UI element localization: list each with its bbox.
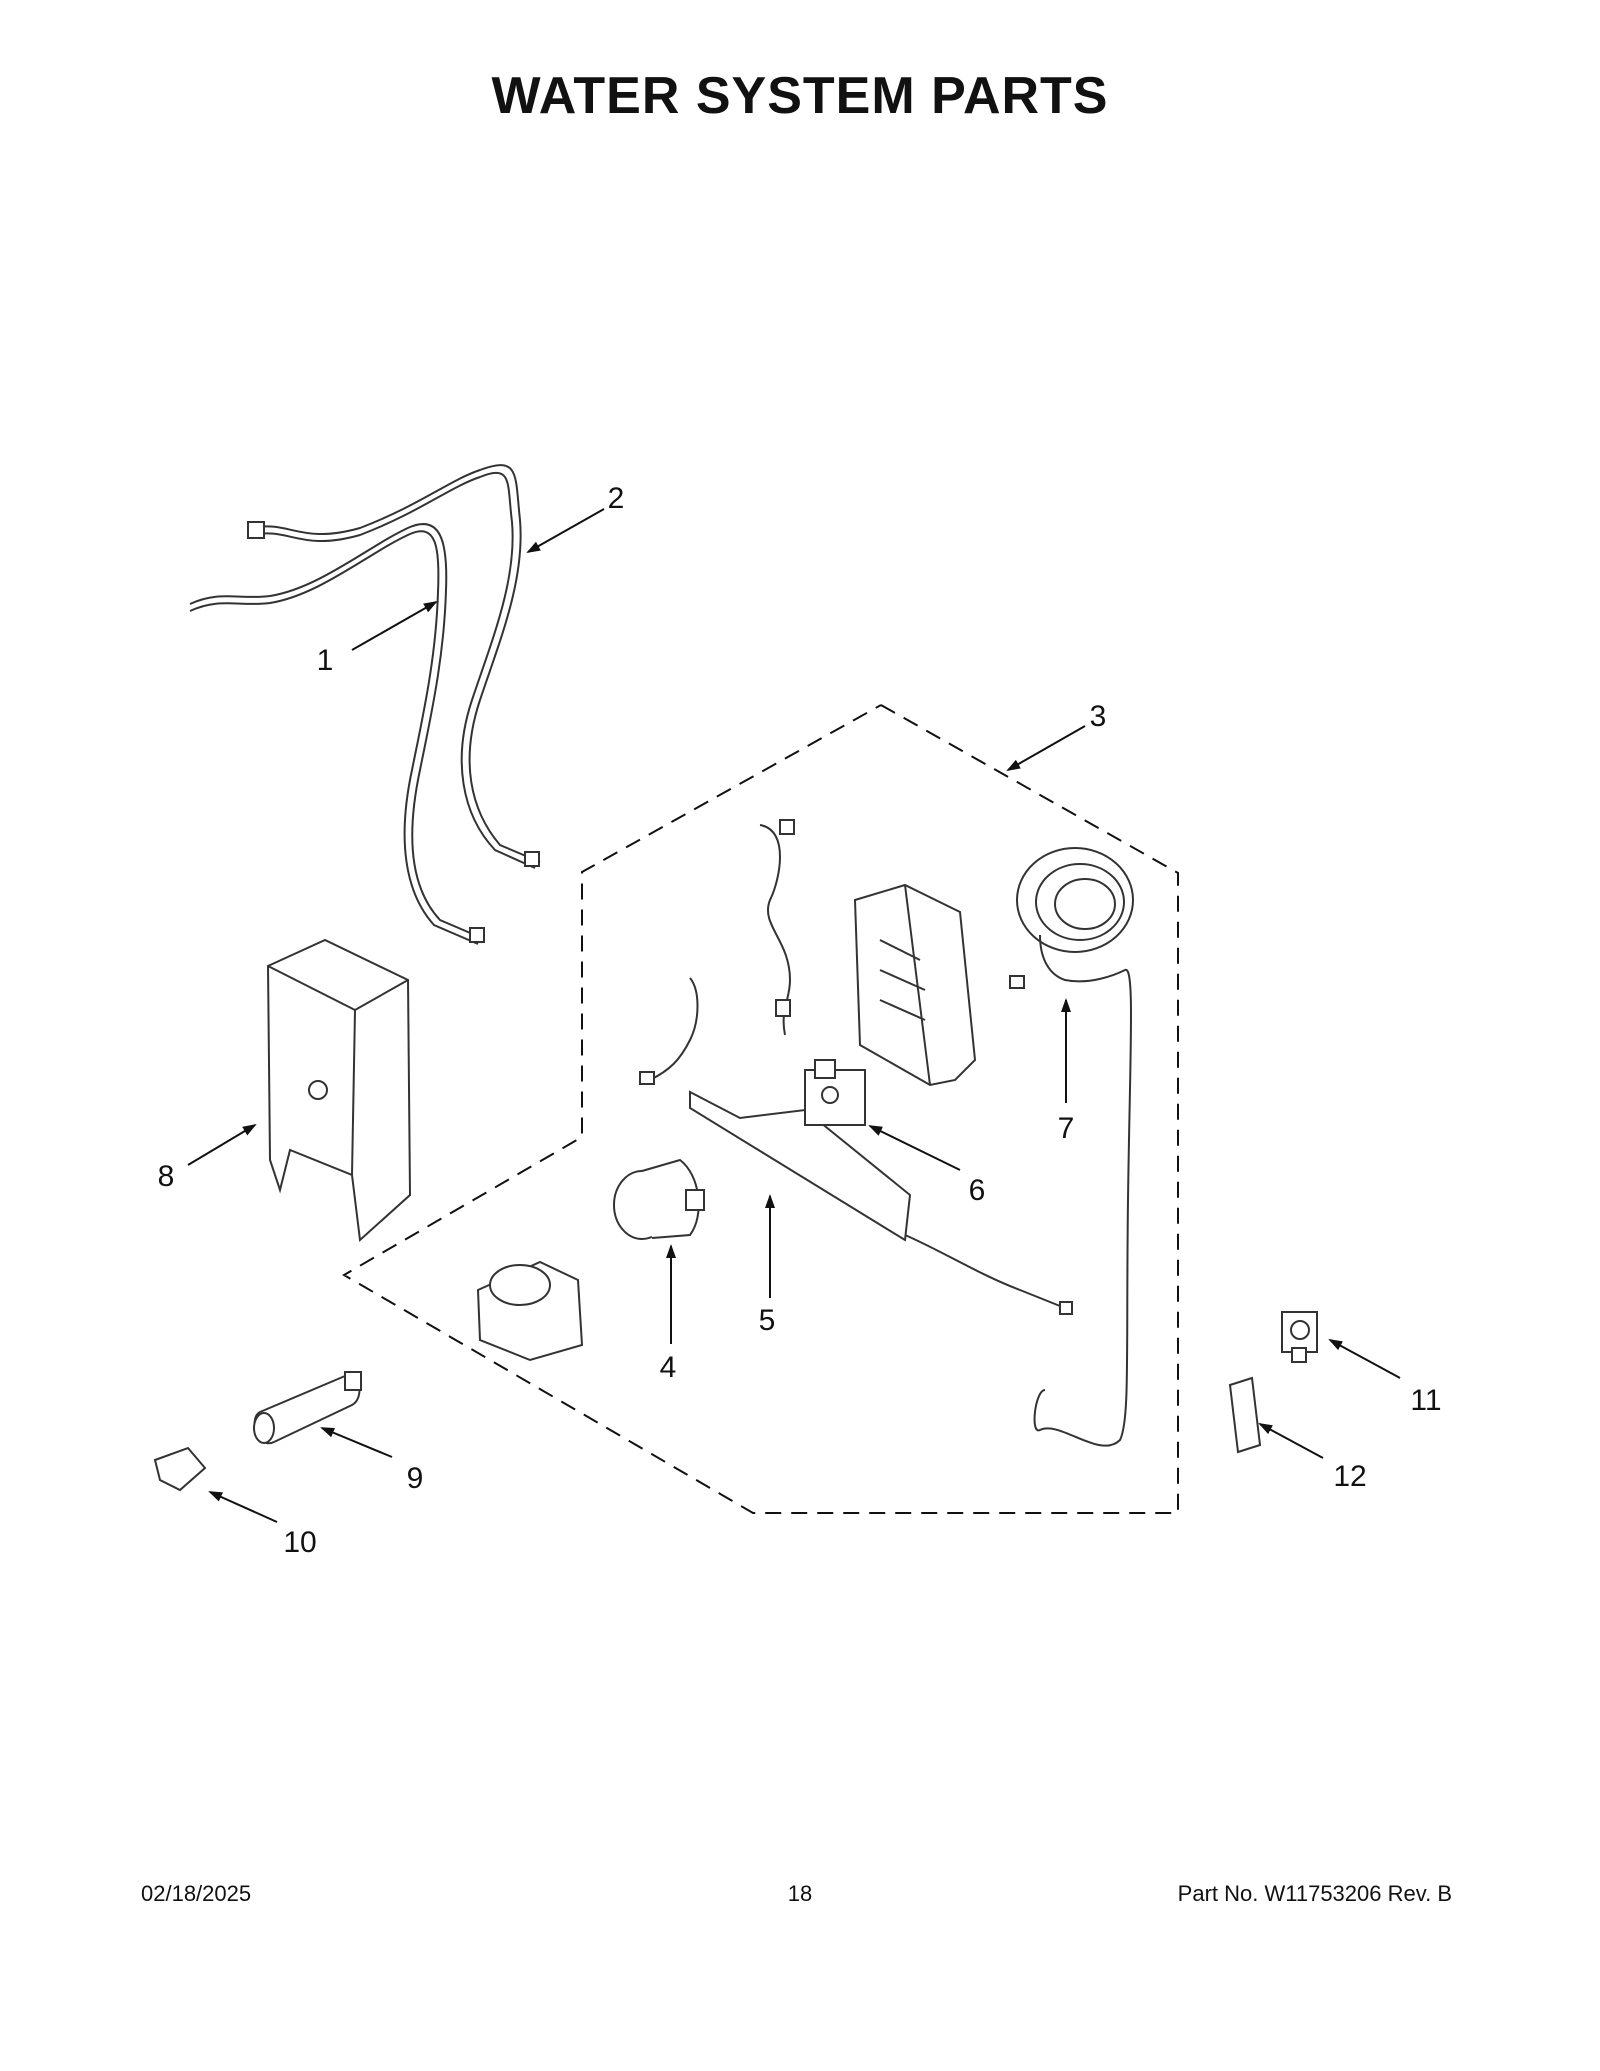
footer-date: 02/18/2025 — [141, 1881, 252, 1906]
part-5-heater-strip — [689, 1090, 1073, 1315]
part-6-valve — [804, 1059, 866, 1126]
leader-arrow-1 — [351, 601, 438, 651]
leader-arrow-9 — [320, 1427, 393, 1458]
leader-arrow-10 — [208, 1491, 278, 1523]
callout-1: 1 — [317, 644, 334, 677]
callout-10: 10 — [283, 1526, 316, 1559]
callout-2: 2 — [608, 482, 625, 515]
wire-harness — [759, 819, 795, 1036]
part-8-cover — [266, 938, 412, 1243]
callout-4: 4 — [660, 1351, 677, 1384]
bracket-component — [476, 1260, 584, 1362]
callout-11: 11 — [1410, 1384, 1441, 1417]
part-7-coil — [1009, 847, 1134, 1447]
callout-6: 6 — [969, 1174, 986, 1207]
leader-arrow-6 — [868, 1125, 961, 1171]
part-1-water-tube — [189, 523, 485, 945]
part-9-filter — [253, 1371, 362, 1445]
part-10-cap — [153, 1446, 207, 1492]
assembly-boundary — [342, 704, 1179, 1514]
part-12-sleeve — [1228, 1376, 1262, 1454]
callout-7: 7 — [1058, 1112, 1075, 1145]
dispenser-housing — [853, 883, 977, 1087]
callout-12: 12 — [1333, 1460, 1366, 1493]
fill-tube — [639, 977, 699, 1085]
part-11-inlet-valve — [1281, 1311, 1318, 1363]
page-title: WATER SYSTEM PARTS — [491, 67, 1109, 125]
leader-arrow-2 — [526, 508, 605, 553]
leader-arrow-11 — [1328, 1339, 1401, 1379]
leader-arrow-8 — [187, 1123, 257, 1166]
leader-arrow-3 — [1006, 725, 1086, 771]
callout-8: 8 — [158, 1160, 175, 1193]
callout-5: 5 — [759, 1304, 776, 1337]
leader-arrow-12 — [1258, 1423, 1324, 1459]
part-2-water-tube — [247, 464, 541, 869]
callout-9: 9 — [407, 1462, 424, 1495]
callout-3: 3 — [1090, 700, 1107, 733]
footer-page-number: 18 — [787, 1881, 813, 1906]
footer-part-number: Part No. W11753206 Rev. B — [1177, 1881, 1452, 1906]
part-4-component — [613, 1158, 705, 1240]
